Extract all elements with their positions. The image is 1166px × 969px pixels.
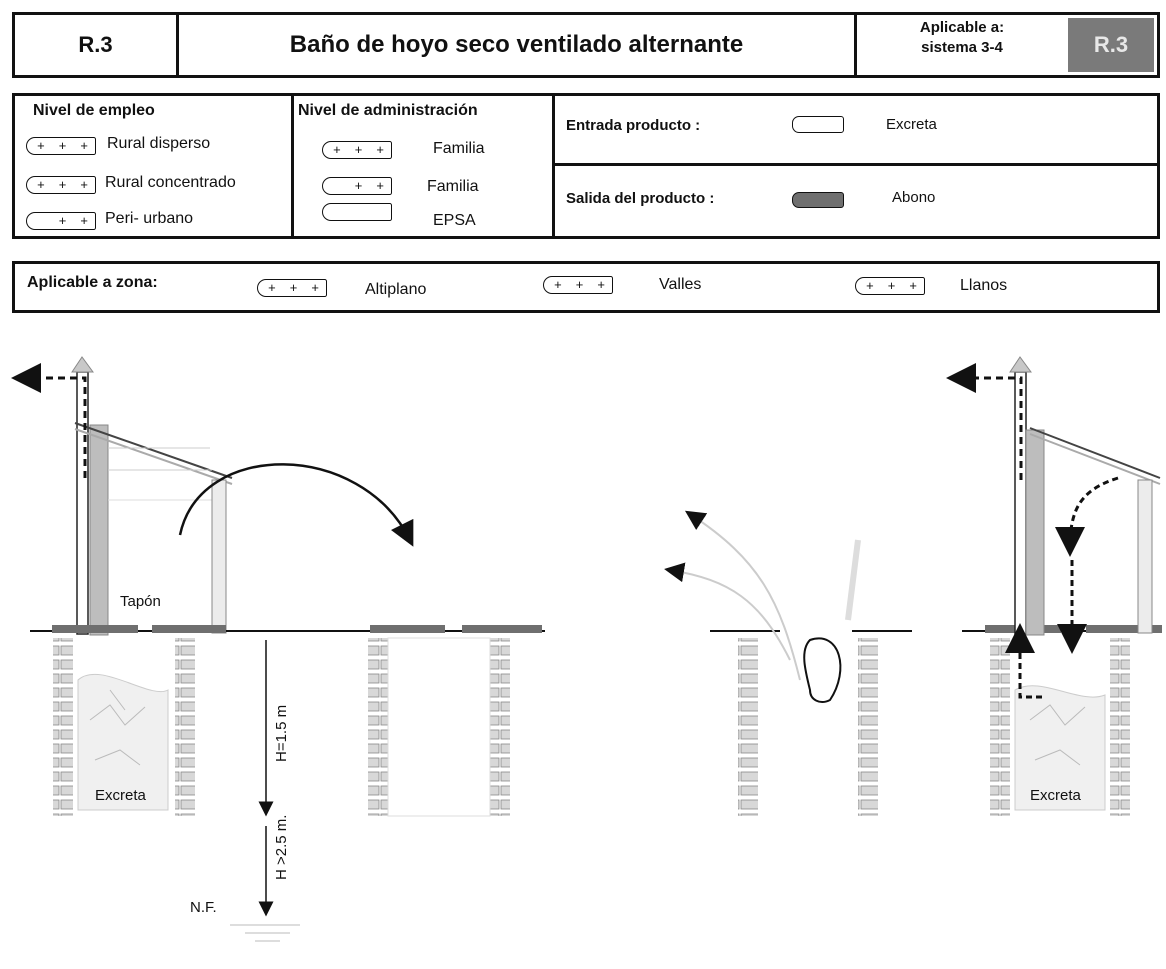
rating-badge: + + bbox=[322, 177, 392, 195]
nivel-empleo-item: Peri- urbano bbox=[105, 210, 194, 227]
rating-badge: + + bbox=[26, 212, 96, 230]
air-arrow bbox=[1005, 623, 1042, 699]
depth-label-2: H >2.5 m. bbox=[273, 815, 290, 880]
rating-badge: + + + bbox=[26, 137, 96, 155]
entrada-label: Entrada producto : bbox=[566, 117, 701, 134]
zona-item: Altiplano bbox=[365, 281, 427, 298]
dimensions: H=1.5 m H >2.5 m. N.F. bbox=[190, 640, 300, 942]
salida-swatch bbox=[792, 192, 844, 208]
entrada-value: Excreta bbox=[886, 116, 937, 133]
rating-badge: + + + bbox=[855, 277, 925, 295]
entrada-swatch bbox=[792, 116, 844, 133]
rating-badge bbox=[322, 203, 392, 221]
nivel-administracion-item: Familia bbox=[427, 178, 479, 195]
nivel-administracion-item: Familia bbox=[433, 140, 485, 157]
cabin-wall bbox=[1025, 429, 1045, 636]
water-table-label: N.F. bbox=[190, 899, 217, 916]
rating-badge: + + + bbox=[543, 276, 613, 294]
user-flow-arrow bbox=[1055, 476, 1119, 557]
sheet-badge: R.3 bbox=[1068, 18, 1154, 72]
page-title: Baño de hoyo seco ventilado alternante bbox=[289, 31, 744, 58]
zona-item: Valles bbox=[659, 276, 702, 293]
cabin-post bbox=[211, 479, 227, 634]
vent-pipe bbox=[1014, 371, 1027, 635]
right-cabin bbox=[946, 356, 1161, 699]
info-divider-h bbox=[552, 163, 1160, 166]
relocate-arrow bbox=[178, 463, 414, 547]
slab bbox=[152, 625, 226, 633]
emptying-scene bbox=[664, 510, 861, 703]
vent-cap bbox=[1009, 356, 1032, 373]
nivel-empleo-item: Rural concentrado bbox=[105, 174, 236, 191]
info-panel bbox=[12, 93, 1160, 239]
slab bbox=[1086, 625, 1162, 633]
header-divider bbox=[176, 12, 179, 78]
rating-badge: + + + bbox=[257, 279, 327, 297]
ground bbox=[30, 625, 1162, 633]
applicable-line1: Aplicable a: bbox=[919, 19, 1005, 36]
depth-label-1: H=1.5 m bbox=[273, 705, 290, 762]
cabin-post bbox=[1137, 479, 1153, 634]
vent-flow-arrow bbox=[10, 363, 87, 478]
excreta-right-label: Excreta bbox=[1030, 787, 1082, 804]
vent-cap bbox=[71, 356, 94, 373]
nivel-administracion-heading: Nivel de administración bbox=[298, 102, 478, 119]
tapon-label: Tapón bbox=[120, 593, 161, 610]
cabin-wall bbox=[89, 424, 109, 636]
nivel-empleo-heading: Nivel de empleo bbox=[33, 102, 155, 119]
excreta-fill: Excreta Excreta bbox=[77, 673, 1106, 811]
salida-value: Abono bbox=[892, 189, 936, 206]
salida-label: Salida del producto : bbox=[566, 190, 715, 207]
pits bbox=[53, 637, 1130, 817]
nivel-administracion-item: EPSA bbox=[433, 212, 476, 229]
info-divider bbox=[552, 93, 555, 239]
slab bbox=[370, 625, 445, 633]
sheet-code: R.3 bbox=[78, 32, 113, 57]
rating-badge: + + + bbox=[26, 176, 96, 194]
vent-flow-arrow bbox=[946, 363, 1023, 480]
rating-badge: + + + bbox=[322, 141, 392, 159]
zona-item: Llanos bbox=[960, 277, 1008, 294]
applicable-line2: sistema 3-4 bbox=[921, 39, 1003, 56]
header-divider bbox=[854, 12, 857, 78]
left-cabin: Tapón bbox=[10, 356, 414, 636]
info-divider bbox=[291, 93, 294, 239]
header-bar bbox=[12, 12, 1160, 78]
latrine-diagram: Tapón Excreta Excreta H bbox=[10, 356, 1162, 942]
nivel-empleo-item: Rural disperso bbox=[107, 135, 211, 152]
zona-heading: Aplicable a zona: bbox=[27, 274, 158, 291]
applicable-system-label: Aplicable a: sistema 3-4 bbox=[857, 18, 1067, 72]
excreta-left-label: Excreta bbox=[95, 787, 147, 804]
slab bbox=[52, 625, 138, 633]
slab bbox=[462, 625, 542, 633]
